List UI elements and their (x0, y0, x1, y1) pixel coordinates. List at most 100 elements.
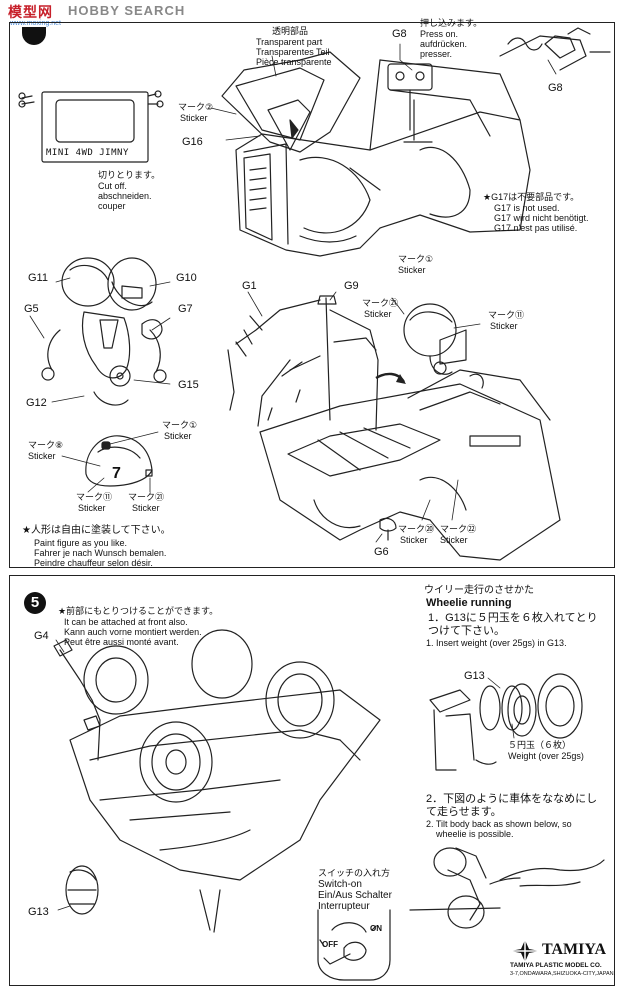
transparent-part-en: Transparent part (256, 37, 323, 47)
helmet-mark1-jp: マーク① (162, 420, 198, 430)
paint-note-de: Fahrer je nach Wunsch bemalen. (34, 548, 167, 558)
part-g15-label: G15 (178, 379, 199, 391)
cut-off-jp: 切りとります。 (98, 170, 161, 180)
cage-mark11-jp: マーク⑪ (488, 310, 525, 320)
front-attach-jp: ★前部にもとりつけることができます。 (58, 606, 219, 616)
press-on-jp: 押し込みます。 (420, 18, 483, 28)
transparent-part-de: Transparentes Teil (256, 47, 330, 57)
helmet-mark1-en: Sticker (164, 431, 192, 441)
g8-detail-drawing (499, 27, 611, 71)
roll-cage-drawing (227, 295, 379, 431)
tamiya-star-icon (510, 940, 540, 962)
cage-mark1-en: Sticker (398, 265, 426, 275)
g17-note-fr: G17 n'est pas utilisé. (494, 223, 578, 233)
cage-mark11-en: Sticker (490, 321, 518, 331)
transparent-part-fr: Pièce transparente (256, 57, 332, 67)
coin-en: Weight (over 25gs) (508, 751, 584, 761)
step2-jp-line1: 2．下図のように車体をななめにし (426, 793, 598, 805)
part-g1-label: G1 (242, 280, 257, 292)
front-attach-en: It can be attached at front also. (64, 617, 188, 627)
front-attach-de: Kann auch vorne montiert werden. (64, 627, 202, 637)
step-panel-top (9, 22, 615, 568)
step2-en-line1: 2. Tilt body back as shown below, so (426, 819, 572, 829)
switch-jp: スイッチの入れ方 (318, 868, 391, 878)
part-g11-label: G11 (28, 272, 48, 284)
body-mark22-en: Sticker (440, 535, 468, 545)
body-mark20-jp: マーク⑳ (398, 524, 435, 534)
helmet-mark21-en: Sticker (132, 503, 160, 513)
mark2-jp: マーク② (178, 102, 214, 112)
press-on-fr: presser. (420, 49, 453, 59)
part-g4-label: G4 (34, 630, 49, 642)
helmet-mark8-jp: マーク⑧ (28, 440, 64, 450)
part-g10-label: G10 (176, 272, 197, 284)
front-attach-fr: Peut être aussi monté avant. (64, 637, 179, 647)
part-g5-label: G5 (24, 303, 39, 315)
helmet-mark8-en: Sticker (28, 451, 56, 461)
weight-insert-drawing (429, 673, 583, 771)
part-g9-label: G9 (344, 280, 359, 292)
g17-note-en: G17 is not used. (494, 203, 560, 213)
cage-mark21-jp: マーク㉑ (362, 298, 399, 308)
step1-jp-line1: 1．G13に５円玉を６枚入れてとり (428, 612, 598, 624)
helmet-mark11-en: Sticker (78, 503, 106, 513)
g17-note-jp: ★G17は不要部品です。 (483, 192, 580, 202)
switch-on-label: ON (370, 924, 382, 933)
step2-jp-line2: て走らせます。 (426, 806, 502, 818)
part-g8-label-a: G8 (392, 28, 407, 40)
transparent-part-jp: 透明部品 (272, 26, 309, 36)
body-mark20-en: Sticker (400, 535, 428, 545)
cut-off-fr: couper (98, 201, 126, 211)
tamiya-address: 3-7,ONDAWARA,SHIZUOKA-CITY,JAPAN. (510, 971, 616, 977)
helmet-mark11-jp: マーク⑪ (76, 492, 113, 502)
cut-off-en: Cut off. (98, 181, 127, 191)
switch-off-label: OFF (322, 940, 338, 949)
press-on-en: Press on. (420, 29, 459, 39)
wheelie-title-jp: ウイリー走行のさせかた (424, 585, 534, 596)
step1-jp-line2: つけて下さい。 (428, 625, 505, 637)
switch-drawing (317, 909, 391, 981)
paint-note-jp: ★人形は自由に塗装して下さい。 (22, 525, 171, 536)
tamiya-company: TAMIYA PLASTIC MODEL CO. (510, 962, 602, 969)
driver-figure-drawing (41, 257, 167, 406)
part-g8-label-b: G8 (548, 82, 563, 94)
helmet-sticker-drawing (85, 435, 153, 487)
part-g13-label-b: G13 (464, 670, 485, 682)
mark2-en: Sticker (180, 113, 208, 123)
step-number-5: 5 (24, 592, 46, 614)
watermark-url: www.moxing.net (10, 20, 61, 27)
body-mark22-jp: マーク㉒ (440, 524, 477, 534)
coin-jp: ５円玉（６枚） (508, 740, 572, 750)
part-g12-label: G12 (26, 397, 47, 409)
watermark-site: HOBBY SEARCH (68, 3, 186, 18)
inverted-chassis-drawing (53, 629, 381, 933)
step-number-top (22, 27, 46, 45)
press-on-de: aufdrücken. (420, 39, 468, 49)
jeep-body-drawing (221, 51, 531, 257)
part-g7-label: G7 (178, 303, 193, 315)
license-plate-text: MINI 4WD JIMNY (46, 148, 129, 158)
step1-en: 1. Insert weight (over 25gs) in G13. (426, 638, 567, 648)
plate-cutting-drawing (18, 90, 164, 163)
watermark-logo: 模型网 (8, 4, 53, 20)
open-jeep-drawing (259, 303, 561, 561)
switch-fr: Interrupteur (318, 901, 370, 912)
switch-de: Ein/Aus Schalter (318, 890, 392, 901)
step2-en-line2: wheelie is possible. (436, 829, 514, 839)
cage-mark21-en: Sticker (364, 309, 392, 319)
helmet-number: 7 (112, 465, 121, 482)
tamiya-wordmark: TAMIYA (542, 941, 607, 958)
switch-en: Switch-on (318, 879, 362, 890)
cage-mark1-jp: マーク① (398, 254, 434, 264)
part-g6-label: G6 (374, 546, 389, 558)
step-panel-5 (9, 575, 615, 986)
helmet-mark21-jp: マーク㉑ (128, 492, 165, 502)
wheelie-title-en: Wheelie running (426, 597, 512, 609)
arrowhead-icon (396, 374, 406, 384)
paint-note-en: Paint figure as you like. (34, 538, 128, 548)
paint-note-fr: Peindre chauffeur selon désir. (34, 558, 153, 568)
part-g16-label: G16 (182, 136, 203, 148)
part-g13-label-a: G13 (28, 906, 49, 918)
g17-note-de: G17 wird nicht benötigt. (494, 213, 589, 223)
